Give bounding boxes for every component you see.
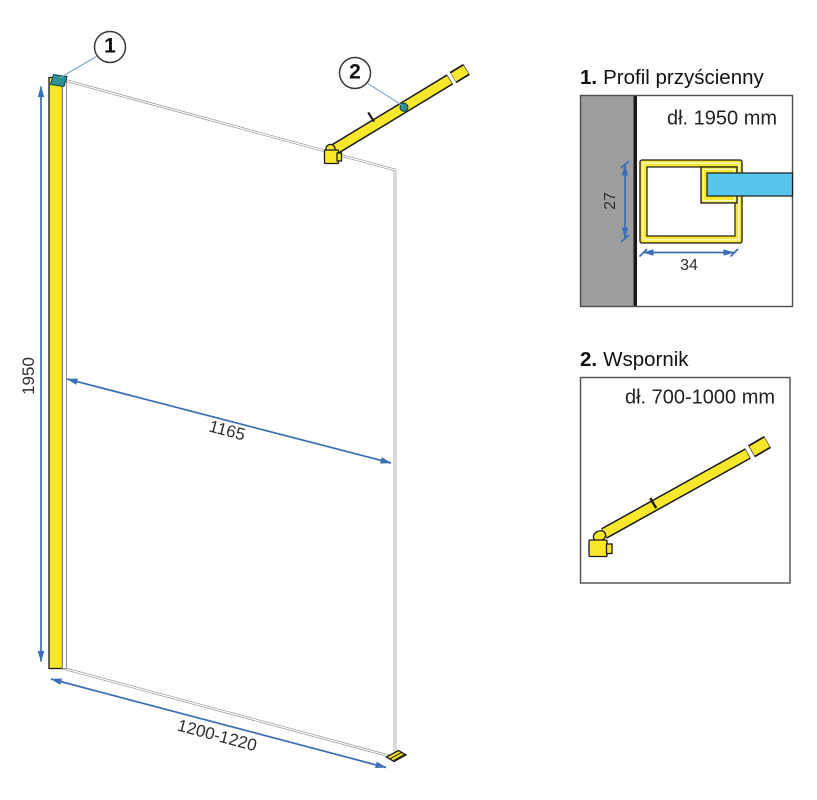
total-width-dimension-arrow: [50, 678, 387, 769]
detail-2-title: 2. Wspornik: [580, 348, 689, 372]
callout-2-number: 2: [349, 60, 361, 84]
profile-depth-dimension-label: 27: [602, 192, 619, 210]
height-dimension-label: 1950: [19, 357, 38, 395]
wall-edge-line: [633, 96, 637, 306]
callout-2-leader: [367, 83, 403, 106]
bar-joint-ring: [367, 111, 375, 123]
support-bar: [327, 63, 470, 157]
glass-panel: [62, 78, 397, 760]
callout-1-leader: [59, 56, 97, 79]
bottom-bracket: [385, 749, 408, 763]
bracket-joint-ring: [649, 497, 658, 509]
detail-1-title: 1. Profil przyścienny: [580, 66, 764, 90]
glass-section: [706, 172, 794, 197]
detail-2-length-label: dł. 700-1000 mm: [624, 386, 776, 409]
callout-1-circle: [93, 30, 127, 64]
detail-2-title-text: Wspornik: [603, 348, 689, 371]
detail-2-number: 2.: [580, 348, 598, 371]
bracket-clamp-block: [588, 539, 608, 558]
detail-1-title-text: Profil przyścienny: [603, 66, 764, 89]
detail-box-bracket: [579, 376, 791, 584]
profile-width-dimension-label: 34: [680, 257, 698, 274]
bar-clamp: [323, 143, 343, 165]
wall-profile: [48, 73, 68, 670]
callout-2-circle: [338, 56, 372, 90]
detail-box-profile: [579, 94, 794, 308]
profile-top-marker: [49, 73, 68, 88]
glass-width-dimension-arrow: [66, 378, 392, 464]
detail-1-number: 1.: [580, 66, 598, 89]
bracket-drawing: [588, 435, 772, 558]
callout-1-number: 1: [104, 34, 116, 58]
detail-1-length-label: dł. 1950 mm: [666, 107, 778, 130]
